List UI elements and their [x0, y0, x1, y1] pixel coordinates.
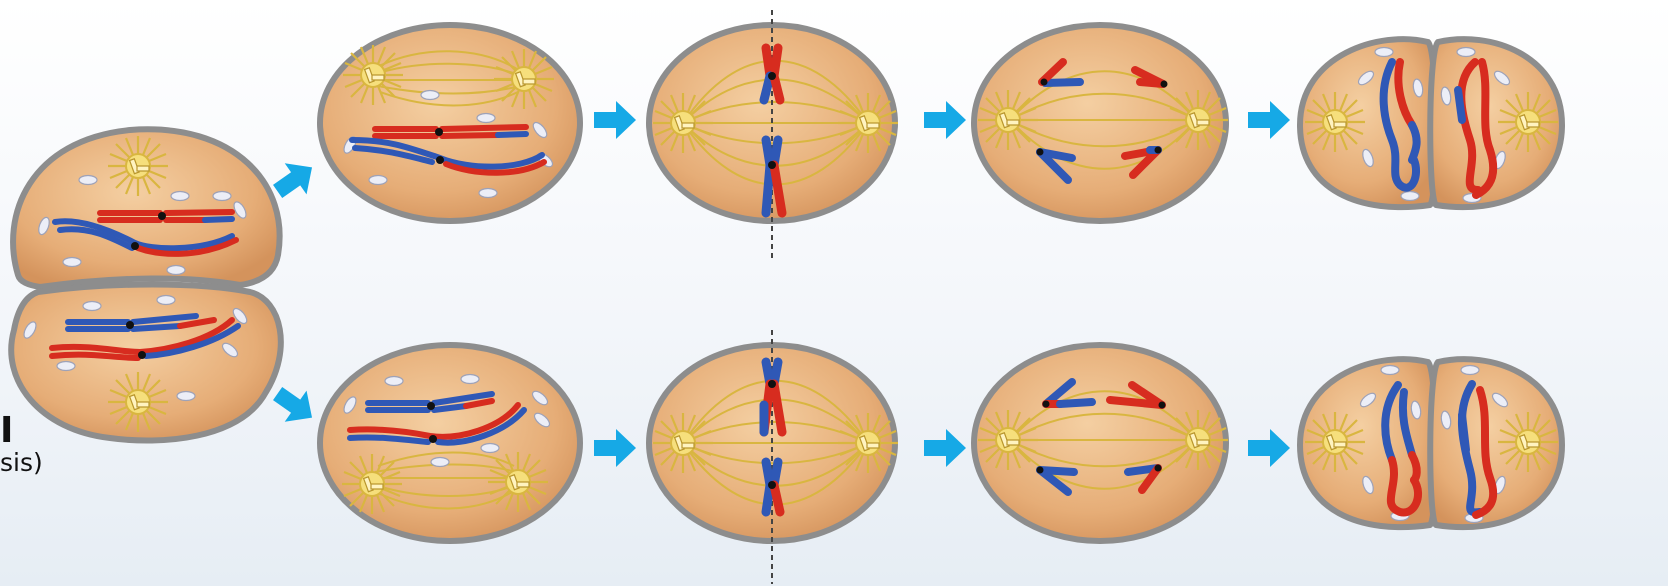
stage-caption: I sis) — [0, 412, 43, 476]
upper-telophase-ii — [1300, 39, 1562, 207]
lower-telophase-ii — [1300, 359, 1562, 527]
upper-row — [320, 10, 1562, 262]
upper-anaphase-ii — [974, 25, 1228, 221]
caption-line-2: sis) — [0, 450, 43, 476]
arrow-to-lower-row — [267, 378, 323, 433]
upper-prophase-ii — [320, 25, 580, 221]
caption-line-1: I — [0, 412, 43, 450]
arrow-u3 — [1248, 101, 1290, 139]
upper-metaphase-ii — [649, 10, 898, 262]
arrow-u1 — [594, 101, 636, 139]
lower-daughter-cell-left — [11, 285, 281, 441]
arrow-l1 — [594, 429, 636, 467]
arrow-l2 — [924, 429, 966, 467]
lower-anaphase-ii — [974, 345, 1228, 541]
arrow-l3 — [1248, 429, 1290, 467]
lower-metaphase-ii — [649, 330, 898, 584]
meiosis-i-daughter-cells — [11, 129, 281, 440]
arrow-u2 — [924, 101, 966, 139]
lower-prophase-ii — [320, 345, 580, 541]
lower-row — [320, 330, 1562, 584]
